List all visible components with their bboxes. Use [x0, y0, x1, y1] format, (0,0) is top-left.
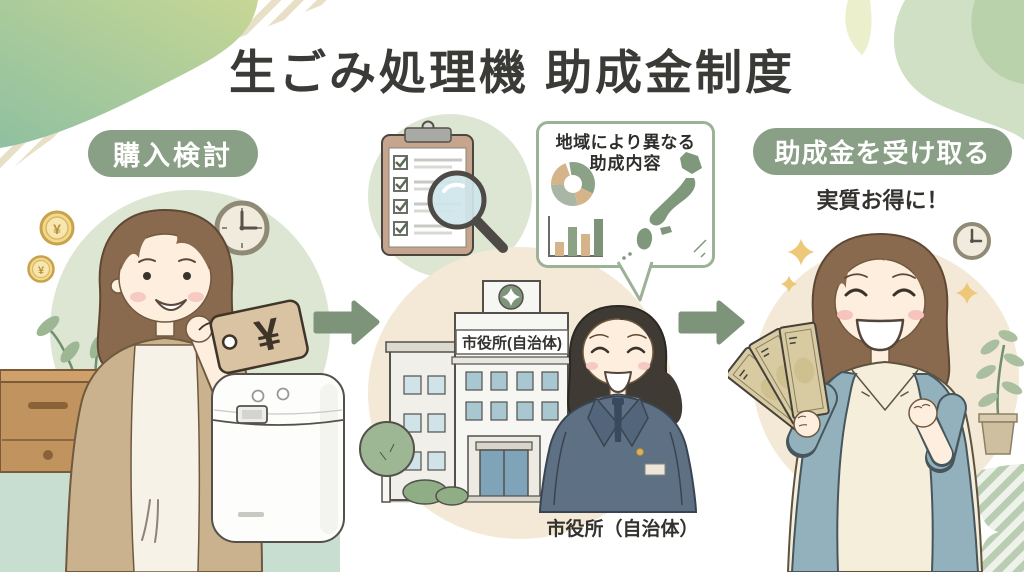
japan-map-icon — [622, 152, 707, 260]
happy-woman — [786, 232, 984, 572]
clock-icon — [214, 200, 270, 256]
stage1-label-pill: 購入検討 — [88, 130, 258, 177]
municipal-worker — [538, 304, 698, 513]
hand — [793, 410, 821, 438]
svg-text:¥: ¥ — [38, 265, 45, 277]
speech-bubble: 地域により異なる 助成内容 — [536, 121, 715, 268]
bubble-text-line1: 地域により異なる — [555, 133, 696, 152]
building-sign — [455, 329, 569, 355]
bar-chart-icon — [548, 216, 603, 257]
coin-icon: ¥ — [27, 255, 55, 283]
bubble-text-line2: 助成内容 — [589, 154, 662, 173]
sparkle-icon — [780, 238, 978, 304]
banknotes-icon — [728, 321, 830, 438]
name-badge — [644, 463, 666, 476]
sparkle-icon — [965, 515, 999, 549]
lapel-pin — [636, 448, 644, 456]
scene-purchase-illustration: ¥ ¥ — [0, 190, 345, 572]
tree-icon — [359, 421, 469, 506]
compost-machine-icon — [211, 373, 345, 543]
potted-plant-icon — [976, 330, 1024, 455]
svg-text:市役所(自治体): 市役所(自治体) — [462, 334, 562, 352]
flow-arrow-icon — [313, 300, 380, 345]
donut-chart-icon — [551, 162, 595, 207]
decorative-blob-top-right — [845, 0, 1024, 140]
scene-city-hall-illustration: 市役所(自治体) — [359, 114, 698, 539]
coin-icon: ¥ — [39, 210, 75, 246]
price-tag-icon: ¥ — [198, 299, 309, 375]
speech-bubble-tail — [616, 261, 654, 302]
flow-arrow-icon — [678, 300, 745, 345]
svg-text:¥: ¥ — [53, 221, 61, 237]
city-hall-caption: 市役所（自治体） — [546, 519, 699, 540]
magnifier-icon — [427, 170, 508, 253]
decorative-blob-top-left — [0, 0, 335, 178]
scene-receive-subsidy-illustration — [728, 222, 1024, 572]
clock-icon — [953, 222, 991, 260]
stage3-subtitle: 実質お得に！ — [816, 188, 949, 213]
stage3-label-pill: 助成金を受け取る — [753, 128, 1012, 175]
page-title: 生ごみ処理機 助成金制度 — [228, 46, 796, 99]
